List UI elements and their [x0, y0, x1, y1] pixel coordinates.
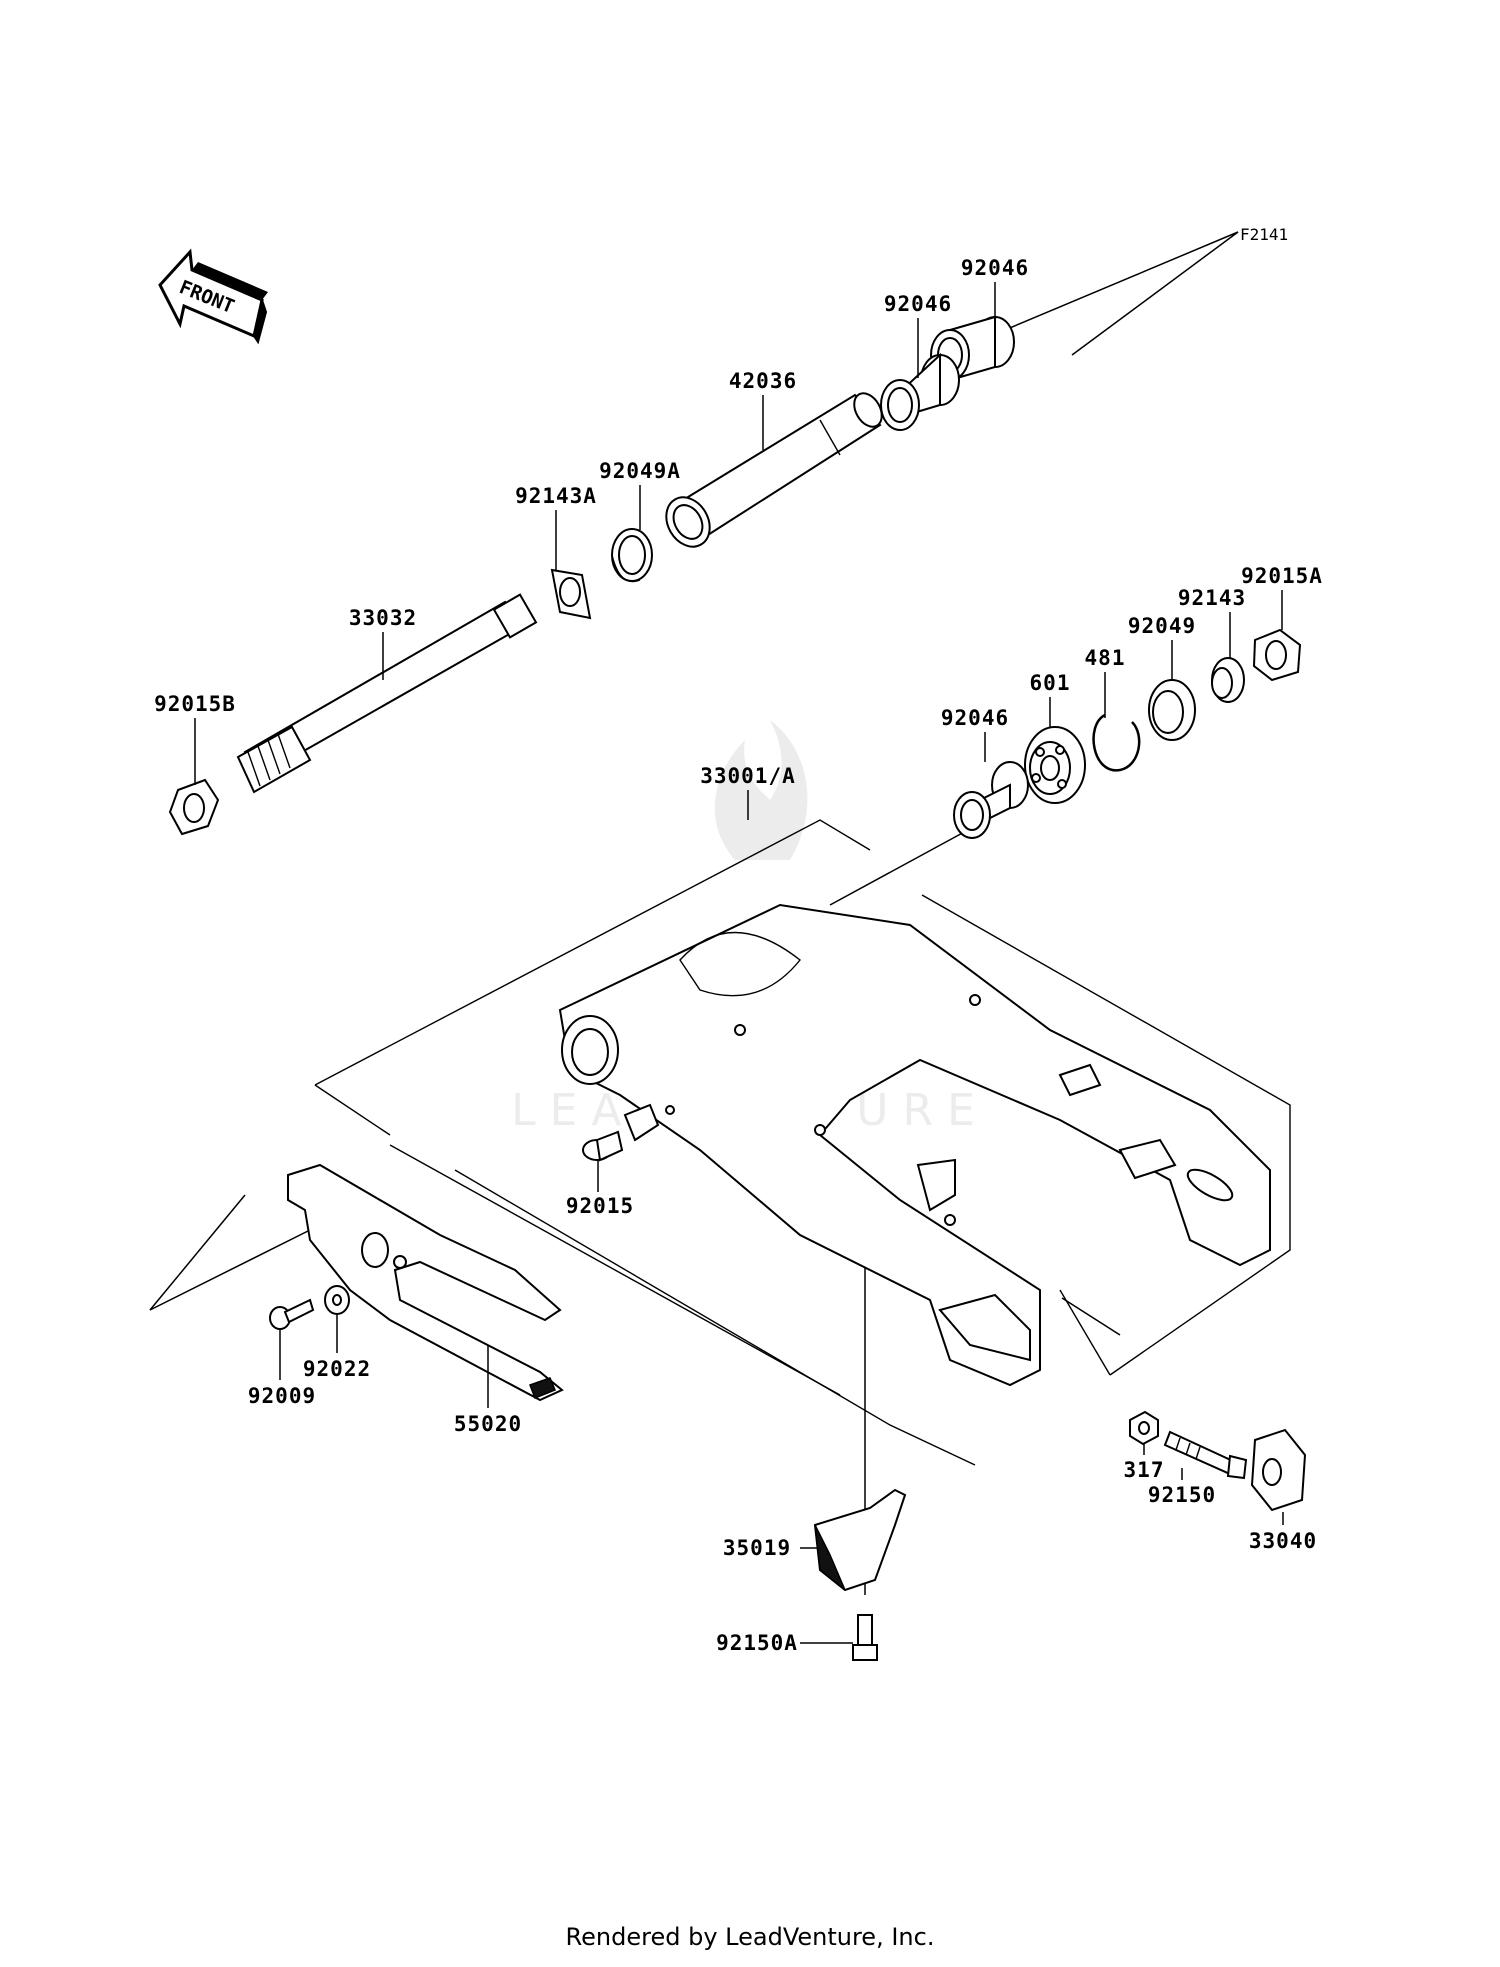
label-55020: 55020 — [454, 1412, 522, 1436]
label-92015: 92015 — [566, 1194, 634, 1218]
collar-92143 — [1211, 657, 1245, 703]
label-601: 601 — [1030, 671, 1071, 695]
label-92143A: 92143A — [515, 484, 597, 508]
label-92046-mid: 92046 — [941, 706, 1009, 730]
leader-lines — [194, 282, 1284, 1644]
needle-bearing-92046-top-b — [930, 315, 1015, 382]
nut-92015B — [168, 778, 220, 836]
label-92150A: 92150A — [716, 1631, 798, 1655]
pivot-shaft-33032 — [236, 593, 538, 794]
collar-92143A — [550, 568, 592, 620]
ball-bearing-601 — [1024, 726, 1086, 804]
label-317: 317 — [1124, 1458, 1165, 1482]
needle-bearing-92046-top-a — [880, 352, 960, 431]
front-arrow-icon: FRONT — [158, 248, 268, 345]
label-92046-top-b: 92046 — [961, 256, 1029, 280]
footer-credit: Rendered by LeadVenture, Inc. — [566, 1923, 935, 1951]
figure-id: F2141 — [1240, 225, 1288, 244]
swingarm-33001A — [558, 903, 1271, 1387]
explode-lines — [149, 231, 1291, 1595]
chain-guide-55020 — [287, 1163, 564, 1402]
label-33040: 33040 — [1249, 1529, 1317, 1553]
label-92015B: 92015B — [154, 692, 236, 716]
seal-92049 — [1148, 679, 1196, 741]
label-33032: 33032 — [349, 606, 417, 630]
label-92150: 92150 — [1148, 1483, 1216, 1507]
label-42036: 42036 — [729, 369, 797, 393]
block-33040 — [1250, 1428, 1307, 1512]
washer-92022 — [324, 1285, 350, 1315]
label-35019: 35019 — [723, 1536, 791, 1560]
part-labels: 92046 92046 42036 92049A 92143A 33032 92… — [154, 256, 1323, 1655]
bolt-92015 — [582, 1130, 624, 1162]
label-92049: 92049 — [1128, 614, 1196, 638]
label-481: 481 — [1085, 646, 1126, 670]
label-92022: 92022 — [303, 1357, 371, 1381]
seal-92049A — [611, 528, 653, 583]
nut-92015A — [1252, 628, 1302, 682]
label-33001A: 33001/A — [700, 764, 796, 788]
label-92143: 92143 — [1178, 586, 1246, 610]
label-92009: 92009 — [248, 1384, 316, 1408]
circlip-481 — [1092, 713, 1141, 772]
guard-35019 — [813, 1488, 907, 1592]
bolt-92150 — [1163, 1430, 1248, 1480]
bolt-92150A — [852, 1614, 878, 1661]
label-92015A: 92015A — [1241, 564, 1323, 588]
needle-bearing-92046-mid — [953, 761, 1029, 839]
collar-42036 — [665, 392, 883, 548]
label-92046-top-a: 92046 — [884, 292, 952, 316]
label-92049A: 92049A — [599, 459, 681, 483]
nut-317 — [1129, 1410, 1159, 1446]
screw-92009 — [269, 1298, 315, 1330]
